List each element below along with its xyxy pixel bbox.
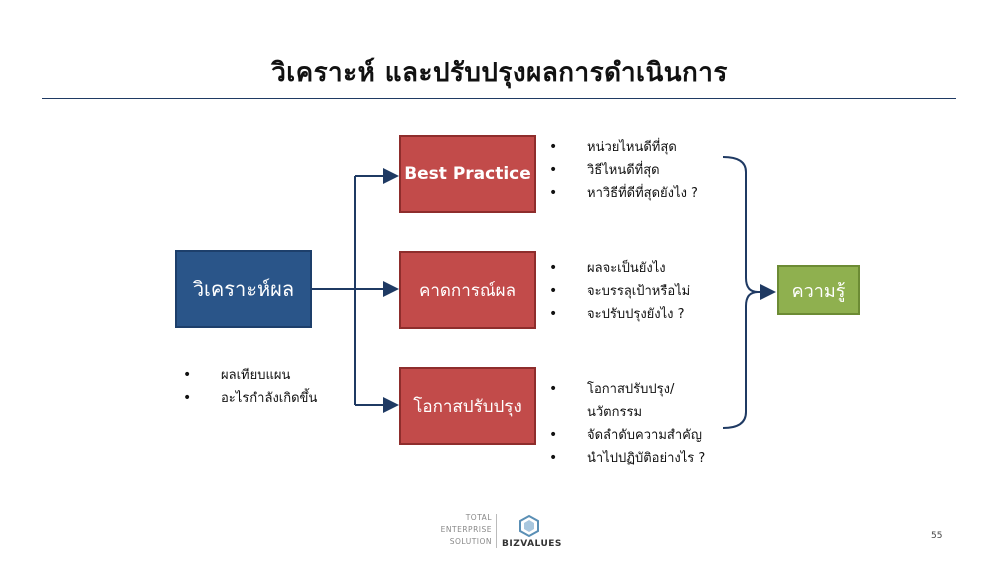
grouping-brace: [722, 156, 759, 429]
footer-logo: TOTAL ENTERPRISE SOLUTION BIZVALUES: [440, 512, 570, 552]
forecast-box: คาดการณ์ผล: [399, 251, 536, 329]
analyze-bullet-list: ผลเทียบแผน อะไรกำลังเกิดขึ้น: [183, 364, 317, 410]
logo-tagline-line: SOLUTION: [449, 537, 492, 546]
improvement-bullet-list: โอกาสปรับปรุง/ นวัตกรรม จัดลำดับความสำคั…: [549, 378, 705, 470]
best-practice-box: Best Practice: [399, 135, 536, 213]
list-item: อะไรกำลังเกิดขึ้น: [183, 387, 317, 410]
title-divider: [42, 98, 956, 99]
list-item: หาวิธีที่ดีที่สุดยังไง ?: [549, 182, 698, 205]
page-title: วิเคราะห์ และปรับปรุงผลการดำเนินการ: [271, 58, 728, 88]
improvement-opportunity-box: โอกาสปรับปรุง: [399, 367, 536, 445]
logo-tagline: TOTAL ENTERPRISE SOLUTION: [441, 512, 492, 548]
best-practice-bullet-list: หน่วยไหนดีที่สุด วิธีไหนดีที่สุด หาวิธีท…: [549, 136, 698, 205]
list-item: จะบรรลุเป้าหรือไม่: [549, 280, 690, 303]
logo-tagline-line: ENTERPRISE: [440, 525, 492, 534]
page-number: 55: [931, 531, 943, 541]
forecast-bullet-list: ผลจะเป็นยังไง จะบรรลุเป้าหรือไม่ จะปรับป…: [549, 257, 690, 326]
list-item: วิธีไหนดีที่สุด: [549, 159, 698, 182]
logo-tagline-line: TOTAL: [465, 513, 492, 522]
list-item: โอกาสปรับปรุง/ นวัตกรรม: [549, 378, 705, 424]
list-item: นำไปปฏิบัติอย่างไร ?: [549, 447, 705, 470]
list-item-line: นวัตกรรม: [587, 405, 643, 420]
list-item: ผลจะเป็นยังไง: [549, 257, 690, 280]
analyze-results-box: วิเคราะห์ผล: [175, 250, 312, 328]
list-item: ผลเทียบแผน: [183, 364, 317, 387]
list-item-line: โอกาสปรับปรุง/: [587, 382, 675, 397]
logo-divider: [496, 514, 497, 548]
bizvalues-logo-icon: [519, 514, 539, 538]
list-item: หน่วยไหนดีที่สุด: [549, 136, 698, 159]
logo-brand-name: BIZVALUES: [502, 539, 562, 549]
list-item: จะปรับปรุงยังไง ?: [549, 303, 690, 326]
list-item: จัดลำดับความสำคัญ: [549, 424, 705, 447]
knowledge-box: ความรู้: [777, 265, 860, 315]
